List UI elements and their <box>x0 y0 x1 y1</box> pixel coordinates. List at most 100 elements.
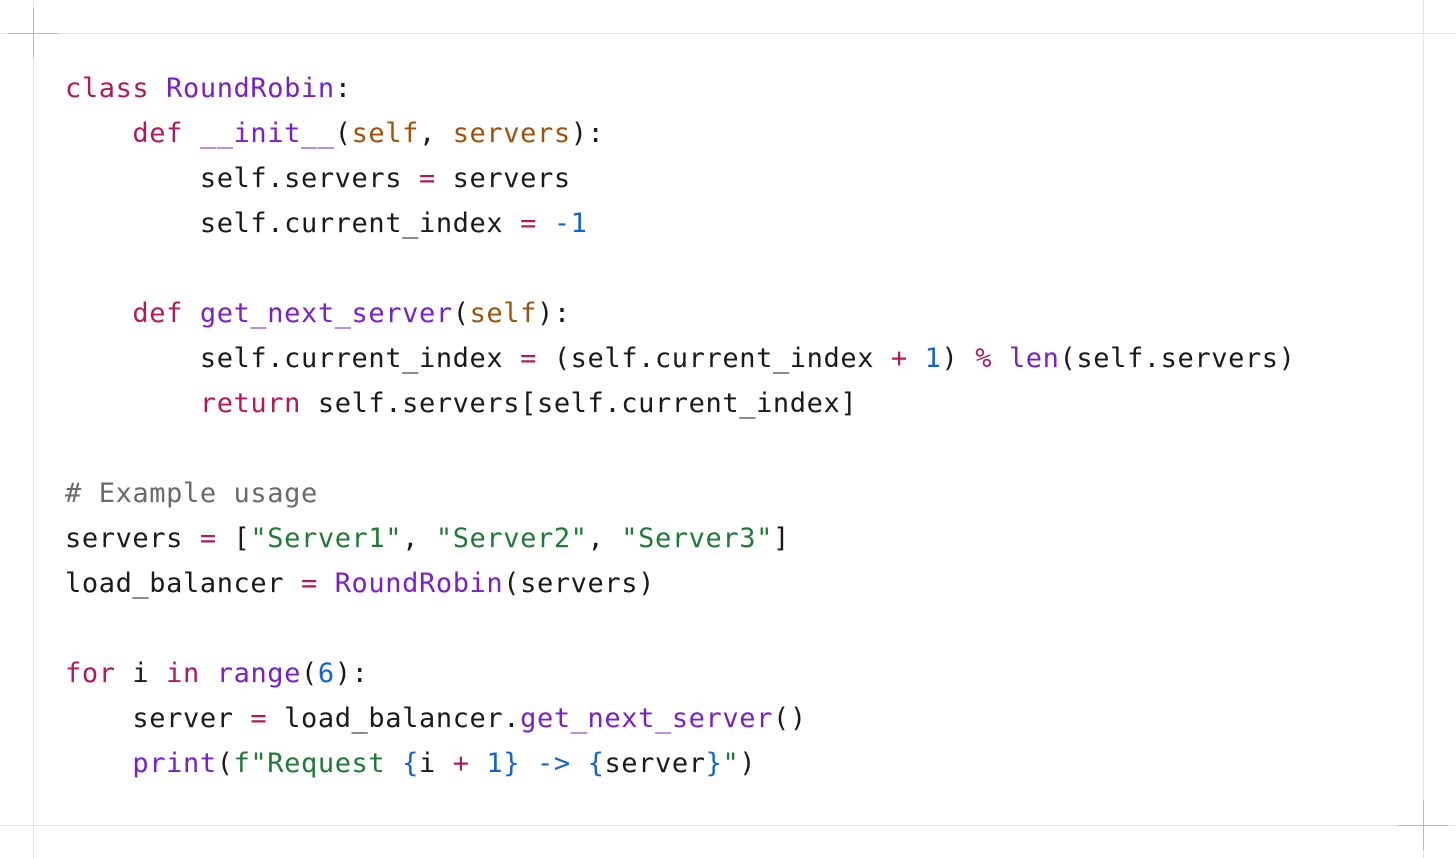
code-token: load_balancer. <box>267 703 521 734</box>
code-token: (self.servers) <box>1059 343 1296 374</box>
code-token: = <box>300 568 318 599</box>
code-token: } <box>705 748 723 779</box>
code-line: servers = ["Server1", "Server2", "Server… <box>65 516 1296 561</box>
code-token <box>537 208 554 239</box>
code-token: self.servers <box>65 163 419 194</box>
code-token <box>183 298 200 329</box>
code-token <box>65 748 132 779</box>
code-token: for <box>65 658 116 689</box>
code-line: server = load_balancer.get_next_server() <box>65 696 1296 741</box>
code-token: # Example usage <box>65 478 318 509</box>
code-token: server <box>65 703 251 734</box>
code-token: servers <box>452 118 571 149</box>
code-token <box>571 748 588 779</box>
code-token: = <box>520 343 537 374</box>
code-token: = <box>199 523 217 554</box>
code-token: self.servers[self.current_index] <box>300 388 858 419</box>
code-token <box>908 343 925 374</box>
code-token: ): <box>536 298 571 329</box>
code-token: RoundRobin <box>334 568 504 599</box>
code-token: i <box>418 748 453 779</box>
code-token: self <box>469 298 537 329</box>
guide-line-left <box>33 0 34 858</box>
code-token: = <box>250 703 268 734</box>
code-line: load_balancer = RoundRobin(servers) <box>65 561 1296 606</box>
code-token: len <box>1008 343 1060 374</box>
code-line: print(f"Request {i + 1} -> {server}") <box>65 741 1296 786</box>
code-token: { <box>402 748 419 779</box>
code-token: def <box>132 298 183 329</box>
code-token: ): <box>570 118 605 149</box>
code-token: 1 <box>486 748 504 779</box>
code-token <box>149 73 166 104</box>
code-token: RoundRobin <box>166 73 335 104</box>
code-token <box>65 118 132 149</box>
code-token: server <box>604 748 706 779</box>
code-token: } <box>503 748 521 779</box>
code-token: () <box>772 703 807 734</box>
code-token: i <box>115 658 167 689</box>
code-token: ( <box>216 748 234 779</box>
code-token: = <box>418 163 436 194</box>
code-token: servers <box>65 523 200 554</box>
code-line: return self.servers[self.current_index] <box>65 381 1296 426</box>
code-token: (self.current_index <box>536 343 891 374</box>
code-line: def __init__(self, servers): <box>65 111 1296 156</box>
code-line: for i in range(6): <box>65 651 1296 696</box>
code-token: [ <box>216 523 251 554</box>
code-token: , <box>402 523 436 554</box>
code-line <box>65 426 1296 471</box>
code-token: -> <box>537 748 571 779</box>
code-line: self.current_index = -1 <box>65 201 1296 246</box>
code-line <box>65 606 1296 651</box>
code-token: : <box>334 73 352 104</box>
code-token: ) <box>941 343 976 374</box>
code-token: ) <box>739 748 757 779</box>
code-line: self.servers = servers <box>65 156 1296 201</box>
code-token: self <box>351 118 419 149</box>
code-token: (servers) <box>503 568 655 599</box>
code-token: in <box>166 658 200 689</box>
code-token: get_next_server <box>199 298 453 329</box>
code-token: ): <box>334 658 369 689</box>
code-token: + <box>452 748 470 779</box>
code-token <box>318 568 335 599</box>
code-token <box>470 748 487 779</box>
code-token <box>65 298 132 329</box>
code-token: % <box>975 343 993 374</box>
code-token: ( <box>301 658 318 689</box>
code-token: class <box>65 73 150 104</box>
code-token: range <box>216 658 302 689</box>
guide-line-bottom <box>0 825 1456 826</box>
code-token <box>65 388 200 419</box>
code-token: servers <box>435 163 571 194</box>
code-token: f"Request <box>233 748 403 779</box>
code-token: self.current_index <box>65 208 521 239</box>
code-token: { <box>587 748 605 779</box>
code-token: " <box>722 748 740 779</box>
code-token: ] <box>772 523 790 554</box>
code-token: return <box>199 388 301 419</box>
code-token: ( <box>452 298 470 329</box>
code-token: , <box>587 523 622 554</box>
code-token: print <box>132 748 217 779</box>
code-token: = <box>520 208 537 239</box>
code-token <box>520 748 537 779</box>
code-token: self.current_index <box>65 343 521 374</box>
code-token: 6 <box>317 658 335 689</box>
code-token: __init__ <box>199 118 335 149</box>
code-token: -1 <box>553 208 588 239</box>
code-token: 1 <box>924 343 942 374</box>
code-line: def get_next_server(self): <box>65 291 1296 336</box>
code-line: self.current_index = (self.current_index… <box>65 336 1296 381</box>
code-token: "Server3" <box>621 523 773 554</box>
code-token: + <box>890 343 908 374</box>
guide-line-top <box>0 33 1456 34</box>
code-token: def <box>132 118 183 149</box>
code-token: "Server2" <box>435 523 588 554</box>
code-block[interactable]: class RoundRobin: def __init__(self, ser… <box>65 66 1296 786</box>
code-line: class RoundRobin: <box>65 66 1296 111</box>
code-token: ( <box>334 118 352 149</box>
code-token: "Server1" <box>250 523 403 554</box>
code-token <box>200 658 217 689</box>
